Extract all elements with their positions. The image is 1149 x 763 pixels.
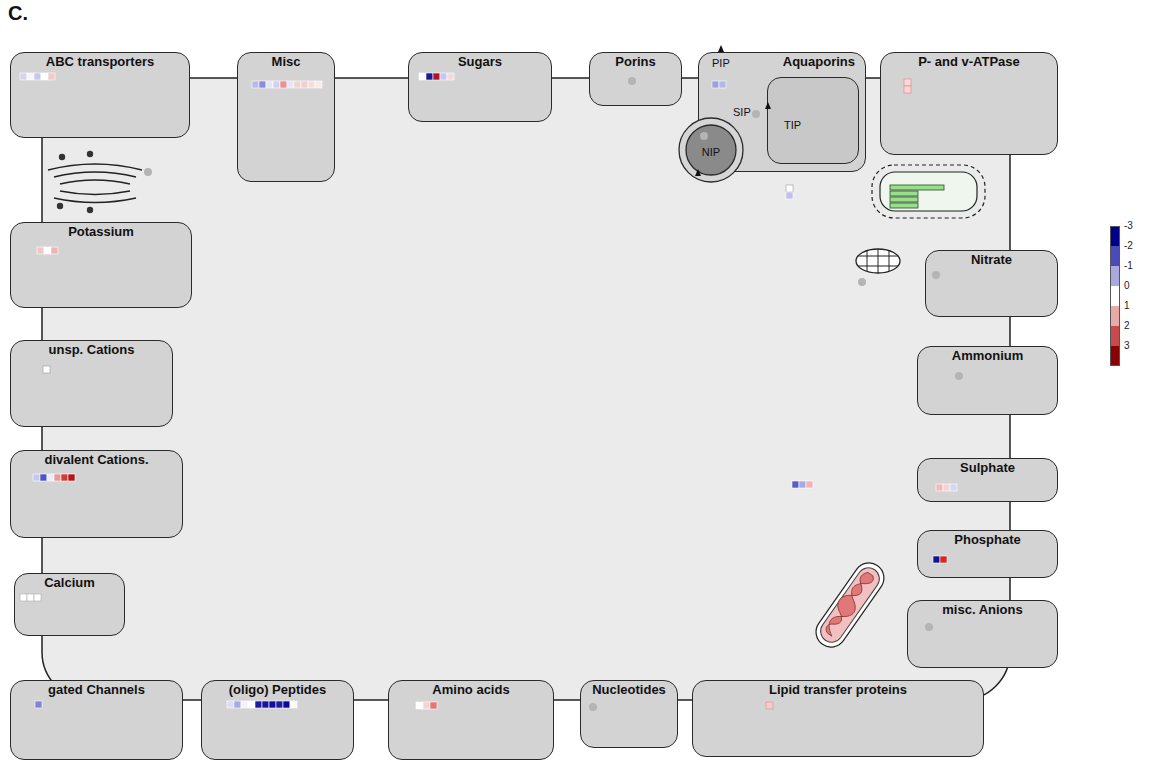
transporter-box: unsp. Cations bbox=[10, 340, 173, 427]
box-label: Sugars bbox=[458, 55, 502, 69]
scale-value: 3 bbox=[1124, 340, 1130, 352]
heatmap-cells bbox=[20, 594, 41, 601]
membrane-mark bbox=[718, 45, 724, 52]
box-label: Phosphate bbox=[954, 533, 1020, 547]
gray-dot bbox=[700, 132, 708, 140]
box-label: Sulphate bbox=[960, 461, 1015, 475]
transporter-box: Porins bbox=[589, 52, 682, 106]
mesh-symbol bbox=[852, 245, 904, 277]
membrane-mark bbox=[765, 102, 771, 109]
box-label: Aquaporins bbox=[783, 55, 855, 69]
transporter-box: Ammonium bbox=[917, 346, 1058, 415]
box-label: ABC transporters bbox=[46, 55, 154, 69]
channel-symbol bbox=[48, 164, 142, 203]
gray-dot bbox=[858, 278, 866, 286]
transporter-box: Sugars bbox=[408, 52, 552, 122]
transporter-box: misc. Anions bbox=[907, 600, 1058, 668]
box-label: Porins bbox=[615, 55, 655, 69]
scale-swatch bbox=[1110, 226, 1120, 246]
heatmap-cells bbox=[786, 185, 813, 488]
heatmap-cells bbox=[35, 701, 42, 708]
box-label: Lipid transfer proteins bbox=[769, 683, 907, 697]
transporter-box: P- and v-ATPase bbox=[880, 52, 1058, 155]
scale-swatch bbox=[1110, 266, 1120, 286]
part-label: SIP bbox=[733, 106, 751, 119]
transporter-box: Phosphate bbox=[917, 530, 1058, 578]
transporter-box: Sulphate bbox=[917, 458, 1058, 502]
box-label: P- and v-ATPase bbox=[918, 55, 1020, 69]
scale-swatch bbox=[1110, 246, 1120, 266]
panel-letter: C. bbox=[8, 2, 28, 24]
box-label: gated Channels bbox=[48, 683, 145, 697]
box-label: Potassium bbox=[68, 225, 134, 239]
box-label: Misc bbox=[272, 55, 301, 69]
transporter-box: (oligo) Peptides bbox=[201, 680, 354, 760]
scale-value: -3 bbox=[1124, 220, 1133, 232]
gray-dot bbox=[752, 110, 760, 118]
cell-outline bbox=[42, 78, 1010, 700]
transporter-box: gated Channels bbox=[10, 680, 183, 760]
box-label: Calcium bbox=[44, 576, 95, 590]
heatmap-cells bbox=[227, 701, 297, 708]
heatmap-cells bbox=[37, 247, 58, 254]
heatmap-cells bbox=[33, 474, 75, 481]
gray-dot bbox=[925, 623, 933, 631]
box-label: misc. Anions bbox=[942, 603, 1022, 617]
transporter-box: Potassium bbox=[10, 222, 192, 308]
scale-value: 0 bbox=[1124, 280, 1130, 292]
scale-swatch bbox=[1110, 306, 1120, 326]
transporter-box: Lipid transfer proteins bbox=[692, 680, 984, 757]
scale-value: -2 bbox=[1124, 240, 1133, 252]
box-decoration bbox=[768, 78, 860, 165]
scale-value: 1 bbox=[1124, 300, 1130, 312]
mitochondrion-symbol bbox=[810, 557, 890, 653]
box-decoration bbox=[238, 53, 336, 183]
transporter-box: Amino acids bbox=[388, 680, 554, 760]
box-label: Ammonium bbox=[952, 349, 1024, 363]
heatmap-cells bbox=[416, 702, 437, 709]
transporter-box: divalent Cations. bbox=[10, 450, 183, 538]
heatmap-cells bbox=[936, 484, 957, 491]
golgi-symbol bbox=[872, 165, 985, 218]
gray-dot bbox=[589, 703, 597, 711]
transporter-box: Nucleotides bbox=[580, 680, 678, 748]
heatmap-cells bbox=[712, 81, 726, 88]
scale-swatch bbox=[1110, 326, 1120, 346]
scale-value: -1 bbox=[1124, 260, 1133, 272]
heatmap-cells bbox=[904, 79, 911, 93]
heatmap-cells bbox=[766, 702, 773, 709]
compartment-circle: NIP bbox=[678, 117, 744, 183]
box-label: Nitrate bbox=[971, 253, 1012, 267]
membrane-ring bbox=[679, 118, 743, 182]
transporter-box: Calcium bbox=[14, 573, 125, 636]
box-label: TIP bbox=[784, 118, 801, 132]
channel-dots bbox=[57, 151, 93, 213]
scale-swatch bbox=[1110, 286, 1120, 306]
transporter-box: ABC transporters bbox=[10, 52, 190, 138]
box-label: (oligo) Peptides bbox=[229, 683, 327, 697]
heatmap-cells bbox=[252, 81, 322, 88]
box-label: divalent Cations. bbox=[44, 453, 148, 467]
scale-swatch bbox=[1110, 346, 1120, 366]
transporter-box: TIP bbox=[767, 77, 859, 164]
scale-value: 2 bbox=[1124, 320, 1130, 332]
gray-dot bbox=[628, 77, 636, 85]
box-label: Nucleotides bbox=[592, 683, 666, 697]
gray-dot bbox=[144, 168, 152, 176]
compartment-fill bbox=[686, 125, 736, 175]
transporter-box: AquaporinsTIP NIP bbox=[698, 52, 866, 172]
gray-dot bbox=[955, 372, 963, 380]
box-label: unsp. Cations bbox=[49, 343, 135, 357]
part-label: PIP bbox=[712, 57, 730, 70]
heatmap-cells bbox=[20, 73, 55, 80]
heatmap-cells bbox=[419, 73, 454, 80]
gray-dot bbox=[932, 271, 940, 279]
transporter-box: Nitrate bbox=[925, 250, 1058, 317]
heatmap-cells bbox=[43, 366, 50, 373]
box-label: Amino acids bbox=[432, 683, 509, 697]
heatmap-cells bbox=[933, 556, 947, 563]
transporter-box: Misc bbox=[237, 52, 335, 182]
membrane-mark bbox=[695, 169, 701, 176]
box-label: NIP bbox=[702, 145, 720, 159]
